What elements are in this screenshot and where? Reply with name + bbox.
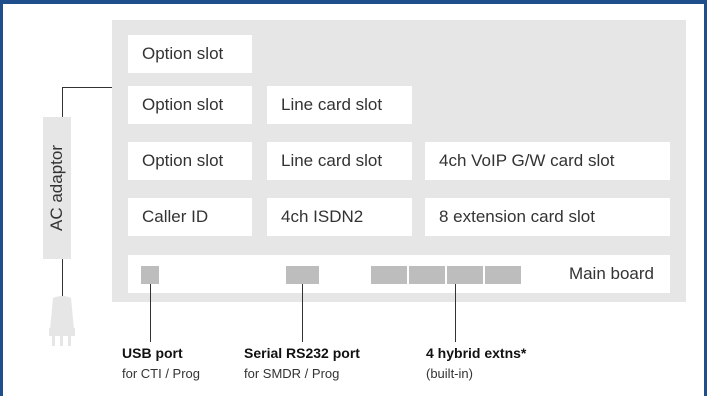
serial-port-chip [286, 266, 319, 284]
power-plug-icon [49, 296, 75, 346]
option-slot-3: Option slot [128, 142, 252, 180]
hybrid-port-subtitle: (built-in) [426, 366, 473, 381]
ac-connector-line-v [62, 87, 63, 117]
option-slot-1: Option slot [128, 35, 252, 73]
line-card-slot-1: Line card slot [267, 86, 412, 124]
voip-card-slot: 4ch VoIP G/W card slot [425, 142, 670, 180]
frame-top-border [0, 0, 707, 4]
frame-left-border [0, 0, 3, 396]
ac-cord-line [62, 259, 63, 297]
usb-port-chip [141, 266, 159, 284]
extension-card-slot: 8 extension card slot [425, 198, 670, 236]
isdn2-slot: 4ch ISDN2 [267, 198, 412, 236]
ac-adaptor-box [43, 117, 71, 259]
line-card-slot-2: Line card slot [267, 142, 412, 180]
hybrid-port-chip-3 [447, 266, 483, 284]
hybrid-pointer-line [455, 284, 456, 342]
hybrid-port-title: 4 hybrid extns* [426, 345, 527, 361]
ac-adaptor-label: AC adaptor [47, 145, 66, 231]
caller-id-slot: Caller ID [128, 198, 252, 236]
hybrid-port-chip-2 [409, 266, 445, 284]
ac-connector-line-h [62, 87, 112, 88]
serial-pointer-line [302, 284, 303, 342]
serial-port-subtitle: for SMDR / Prog [244, 366, 340, 381]
hybrid-port-chip-4 [485, 266, 521, 284]
option-slot-2: Option slot [128, 86, 252, 124]
usb-pointer-line [150, 284, 151, 342]
hybrid-port-chip-1 [371, 266, 407, 284]
frame-right-border [704, 0, 707, 396]
main-board-label: Main board [568, 264, 654, 283]
usb-port-subtitle: for CTI / Prog [122, 366, 201, 381]
usb-port-title: USB port [122, 345, 183, 361]
pbx-board: Option slot Option slot Line card slot O… [112, 20, 686, 302]
serial-port-title: Serial RS232 port [244, 345, 360, 361]
